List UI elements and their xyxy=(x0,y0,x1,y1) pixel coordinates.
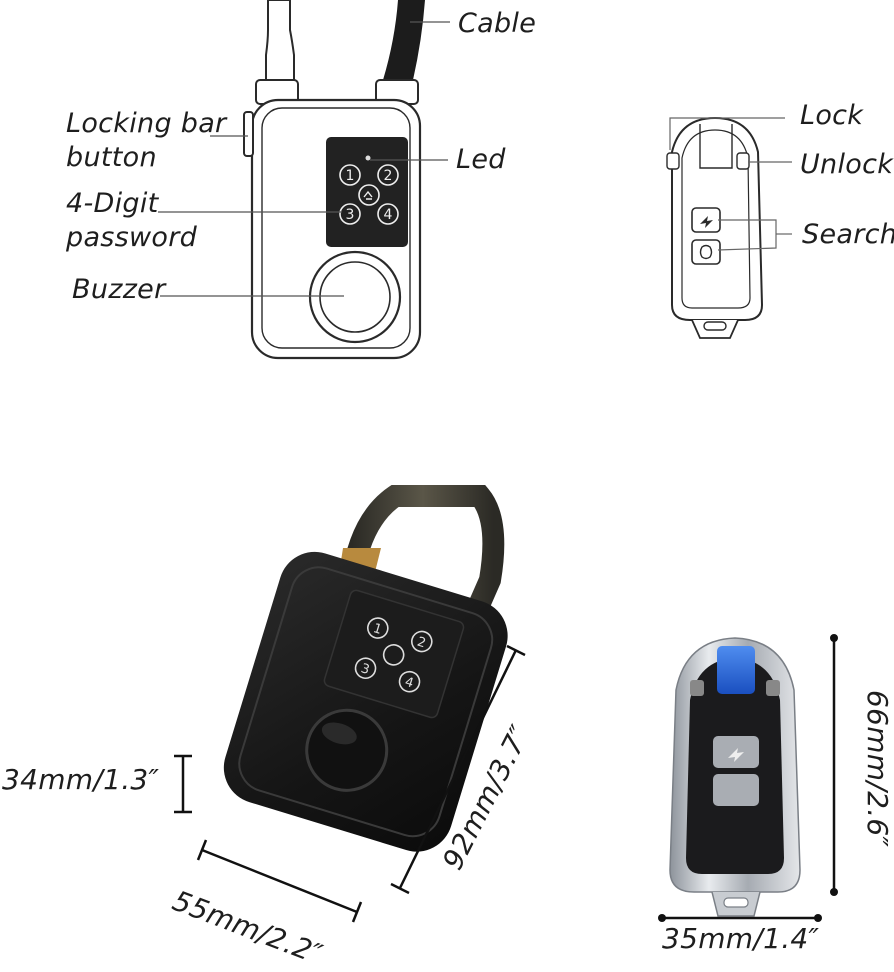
cable-left xyxy=(265,0,295,81)
photo-cable xyxy=(341,485,505,623)
callout-lock: Lock xyxy=(800,100,864,131)
led-dot xyxy=(365,155,371,161)
key-center-ring xyxy=(358,184,380,206)
key-1: 1 xyxy=(346,168,355,184)
key-3: 3 xyxy=(346,207,355,223)
remote-keyring-hole xyxy=(703,321,727,331)
cable-right xyxy=(383,0,425,80)
callout-buzzer: Buzzer xyxy=(72,274,166,305)
dim-remote-width: 35mm/1.4″ xyxy=(662,922,820,955)
key-4: 4 xyxy=(384,207,393,223)
callout-led: Led xyxy=(456,144,506,175)
callout-unlock: Unlock xyxy=(800,149,894,180)
remote-search-btn xyxy=(691,239,721,265)
remote-alarm-icon xyxy=(700,216,713,228)
key-3-ring xyxy=(339,203,361,225)
locking-bar-button xyxy=(243,111,254,157)
dim-lock-thickness: 34mm/1.3″ xyxy=(2,763,160,796)
photo-remote-search-button xyxy=(713,774,759,806)
photo-keypad-panel xyxy=(323,589,465,719)
photo-lock-body: 1 2 3 4 xyxy=(223,551,508,852)
remote-keyring-tab xyxy=(691,319,739,339)
callout-cable: Cable xyxy=(458,8,537,39)
key-4-ring xyxy=(377,203,399,225)
remote-top-window xyxy=(699,124,733,169)
remote-inner xyxy=(681,129,751,309)
buzzer-inner xyxy=(319,261,391,333)
remote-lock-btn xyxy=(666,152,680,170)
key-2-ring xyxy=(377,164,399,186)
photo-remote-alarm-icon xyxy=(728,748,744,762)
key-1-ring xyxy=(339,164,361,186)
photo-remote-lock-button xyxy=(690,680,704,696)
photo-remote-blue-button xyxy=(717,646,755,694)
dim-height-line xyxy=(398,649,518,889)
lock-body-inner xyxy=(261,107,411,349)
dim-width-line xyxy=(201,848,358,914)
keypad-panel xyxy=(326,137,408,247)
callout-search: Search xyxy=(802,219,894,250)
photo-remote-unlock-button xyxy=(766,680,780,696)
lock-leader xyxy=(669,117,785,150)
remote-search-icon xyxy=(699,244,713,260)
key-center-lock-icon xyxy=(363,190,373,200)
key-2: 2 xyxy=(384,168,393,184)
callout-password: 4-Digit password xyxy=(66,188,198,253)
callout-locking-bar-button: Locking bar button xyxy=(66,108,227,173)
dim-remote-height: 66mm/2.6″ xyxy=(861,690,894,848)
remote-unlock-btn xyxy=(736,152,750,170)
